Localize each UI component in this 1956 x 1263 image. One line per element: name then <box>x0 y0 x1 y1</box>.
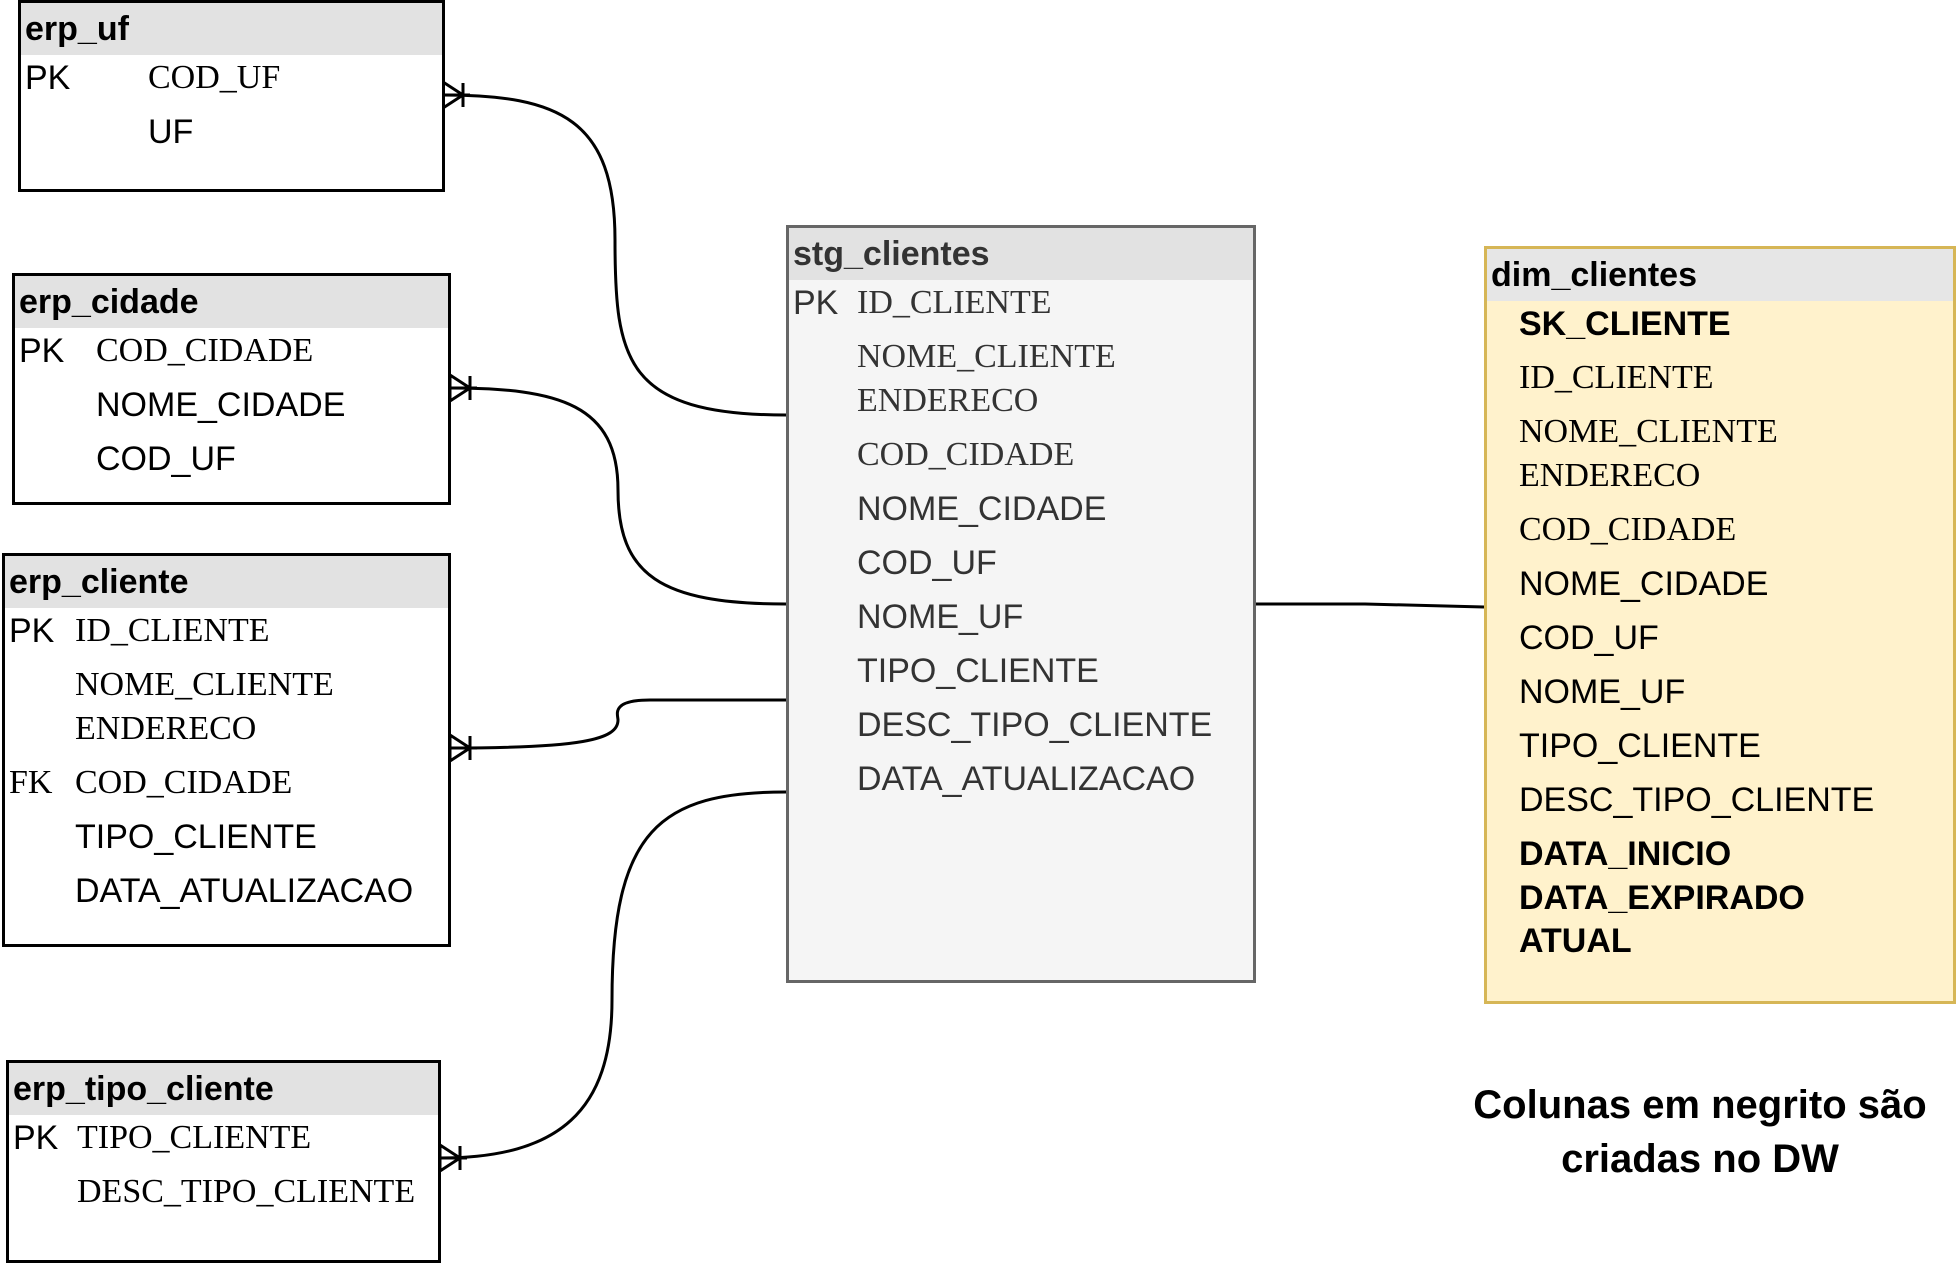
column-name: ID_CLIENTE <box>75 612 270 649</box>
column-name: ENDERECO <box>857 382 1039 419</box>
column-name: COD_CIDADE <box>96 332 314 369</box>
column-name: COD_UF <box>148 59 281 96</box>
key-label: PK <box>25 59 71 97</box>
relationship-line-dim-clientes <box>1256 602 1485 609</box>
table-erp-cliente[interactable]: erp_cliente PK ID_CLIENTE NOME_CLIENTE E… <box>2 553 451 947</box>
key-label: PK <box>13 1119 59 1157</box>
crow-foot-erp-cliente-icon <box>448 733 477 763</box>
crow-foot-erp-uf-icon <box>441 80 470 110</box>
column-name: ID_CLIENTE <box>1519 359 1714 396</box>
column-name: ATUAL <box>1519 922 1632 960</box>
column-name: TIPO_CLIENTE <box>1519 727 1761 765</box>
column-name: ENDERECO <box>1519 457 1701 494</box>
key-label: PK <box>793 284 839 322</box>
column-name: DATA_ATUALIZACAO <box>857 760 1196 798</box>
column-name: NOME_CIDADE <box>857 490 1107 528</box>
column-name: DESC_TIPO_CLIENTE <box>857 706 1213 744</box>
table-erp-cidade[interactable]: erp_cidade PK COD_CIDADE NOME_CIDADE COD… <box>12 273 451 505</box>
key-label: FK <box>9 764 53 801</box>
column-name: DESC_TIPO_CLIENTE <box>77 1173 416 1210</box>
bold-columns-note: Colunas em negrito são criadas no DW <box>1440 1078 1956 1186</box>
column-name: TIPO_CLIENTE <box>77 1119 312 1156</box>
column-name: NOME_CIDADE <box>96 386 346 424</box>
relationship-line-erp-uf <box>442 93 787 417</box>
column-name: DATA_ATUALIZACAO <box>75 872 414 910</box>
table-title: erp_cidade <box>15 276 448 328</box>
relationship-line-erp-tipo-cliente <box>439 790 787 1160</box>
table-stg-clientes[interactable]: stg_clientes PK ID_CLIENTE NOME_CLIENTE … <box>786 225 1256 983</box>
column-name: NOME_CIDADE <box>1519 565 1769 603</box>
column-name: DESC_TIPO_CLIENTE <box>1519 781 1875 819</box>
column-name: NOME_UF <box>857 598 1024 636</box>
table-title: stg_clientes <box>789 228 1253 280</box>
table-erp-tipo-cliente[interactable]: erp_tipo_cliente PK TIPO_CLIENTE DESC_TI… <box>6 1060 441 1263</box>
column-name: ID_CLIENTE <box>857 284 1052 321</box>
table-title: erp_cliente <box>5 556 448 608</box>
table-title: erp_uf <box>21 3 442 55</box>
note-line-2: criadas no DW <box>1561 1137 1839 1181</box>
column-name: TIPO_CLIENTE <box>75 818 317 856</box>
table-title: erp_tipo_cliente <box>9 1063 438 1115</box>
column-name: NOME_CLIENTE <box>75 666 334 703</box>
key-label: PK <box>9 612 55 650</box>
column-name: NOME_UF <box>1519 673 1686 711</box>
column-name: TIPO_CLIENTE <box>857 652 1099 690</box>
column-name: UF <box>148 113 194 151</box>
column-name: COD_UF <box>1519 619 1659 657</box>
column-name: NOME_CLIENTE <box>857 338 1116 375</box>
column-name: COD_CIDADE <box>1519 511 1737 548</box>
crow-foot-erp-tipo-cliente-icon <box>438 1143 467 1173</box>
table-dim-clientes[interactable]: dim_clientes SK_CLIENTE ID_CLIENTE NOME_… <box>1484 246 1956 1004</box>
table-erp-uf[interactable]: erp_uf PK COD_UF UF <box>18 0 445 192</box>
column-name: COD_UF <box>857 544 997 582</box>
column-name: ENDERECO <box>75 710 257 747</box>
column-name: DATA_INICIO <box>1519 835 1732 873</box>
crow-foot-erp-cidade-icon <box>448 373 477 403</box>
key-label: PK <box>19 332 65 370</box>
relationship-line-erp-cidade <box>449 386 787 606</box>
note-line-1: Colunas em negrito são <box>1473 1083 1927 1127</box>
column-name: COD_CIDADE <box>75 764 293 801</box>
table-title: dim_clientes <box>1487 249 1953 301</box>
column-name: DATA_EXPIRADO <box>1519 879 1805 917</box>
column-name: COD_UF <box>96 440 236 478</box>
column-name: NOME_CLIENTE <box>1519 413 1778 450</box>
column-name: SK_CLIENTE <box>1519 305 1731 343</box>
relationship-line-erp-cliente <box>449 698 786 750</box>
column-name: COD_CIDADE <box>857 436 1075 473</box>
